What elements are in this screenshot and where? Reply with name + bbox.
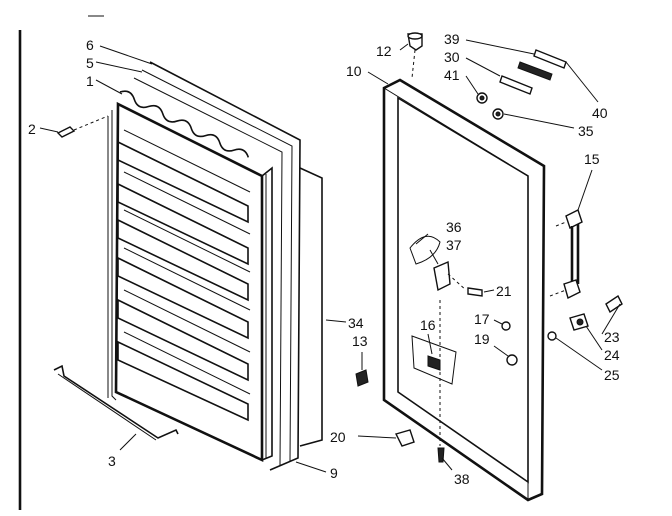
callout-35: 35	[578, 123, 594, 139]
callout-9: 9	[330, 465, 338, 481]
callout-25: 25	[604, 367, 620, 383]
callout-24: 24	[604, 347, 620, 363]
screw-parts	[476, 92, 504, 120]
latch-parts	[409, 235, 483, 297]
callout-labels: 6 5 1 2 3 9 34 13 20 38 12 10 39 30 41 4…	[28, 31, 620, 487]
callout-21: 21	[496, 283, 512, 299]
pin-part	[56, 115, 109, 138]
callout-1: 1	[86, 73, 94, 89]
top-hinge-part	[407, 32, 423, 79]
callout-23: 23	[604, 329, 620, 345]
callout-40: 40	[592, 105, 608, 121]
bottom-hinge-parts	[355, 369, 445, 463]
right-hardware-parts	[547, 294, 623, 341]
callout-17: 17	[474, 311, 490, 327]
callout-5: 5	[86, 55, 94, 71]
callout-38: 38	[454, 471, 470, 487]
callout-39: 39	[444, 31, 460, 47]
door-shelves	[117, 129, 251, 422]
door-handle-part	[549, 209, 583, 300]
page-edge-rule	[18, 15, 104, 510]
callout-2: 2	[28, 121, 36, 137]
callout-19: 19	[474, 331, 490, 347]
leader-lines	[39, 39, 621, 473]
inner-door-liner	[107, 61, 323, 471]
callout-36: 36	[446, 219, 462, 235]
callout-16: 16	[420, 317, 436, 333]
bushing-parts	[501, 321, 518, 366]
callout-37: 37	[446, 237, 462, 253]
callout-41: 41	[444, 67, 460, 83]
callout-15: 15	[584, 151, 600, 167]
trim-strips-part	[499, 49, 567, 95]
callout-30: 30	[444, 49, 460, 65]
callout-3: 3	[108, 453, 116, 469]
callout-10: 10	[346, 63, 362, 79]
hinge-cam-part	[411, 335, 457, 385]
shelf-bar-part	[53, 364, 179, 441]
callout-12: 12	[376, 43, 392, 59]
callout-13: 13	[352, 333, 368, 349]
callout-34: 34	[348, 315, 364, 331]
callout-20: 20	[330, 429, 346, 445]
callout-6: 6	[86, 37, 94, 53]
